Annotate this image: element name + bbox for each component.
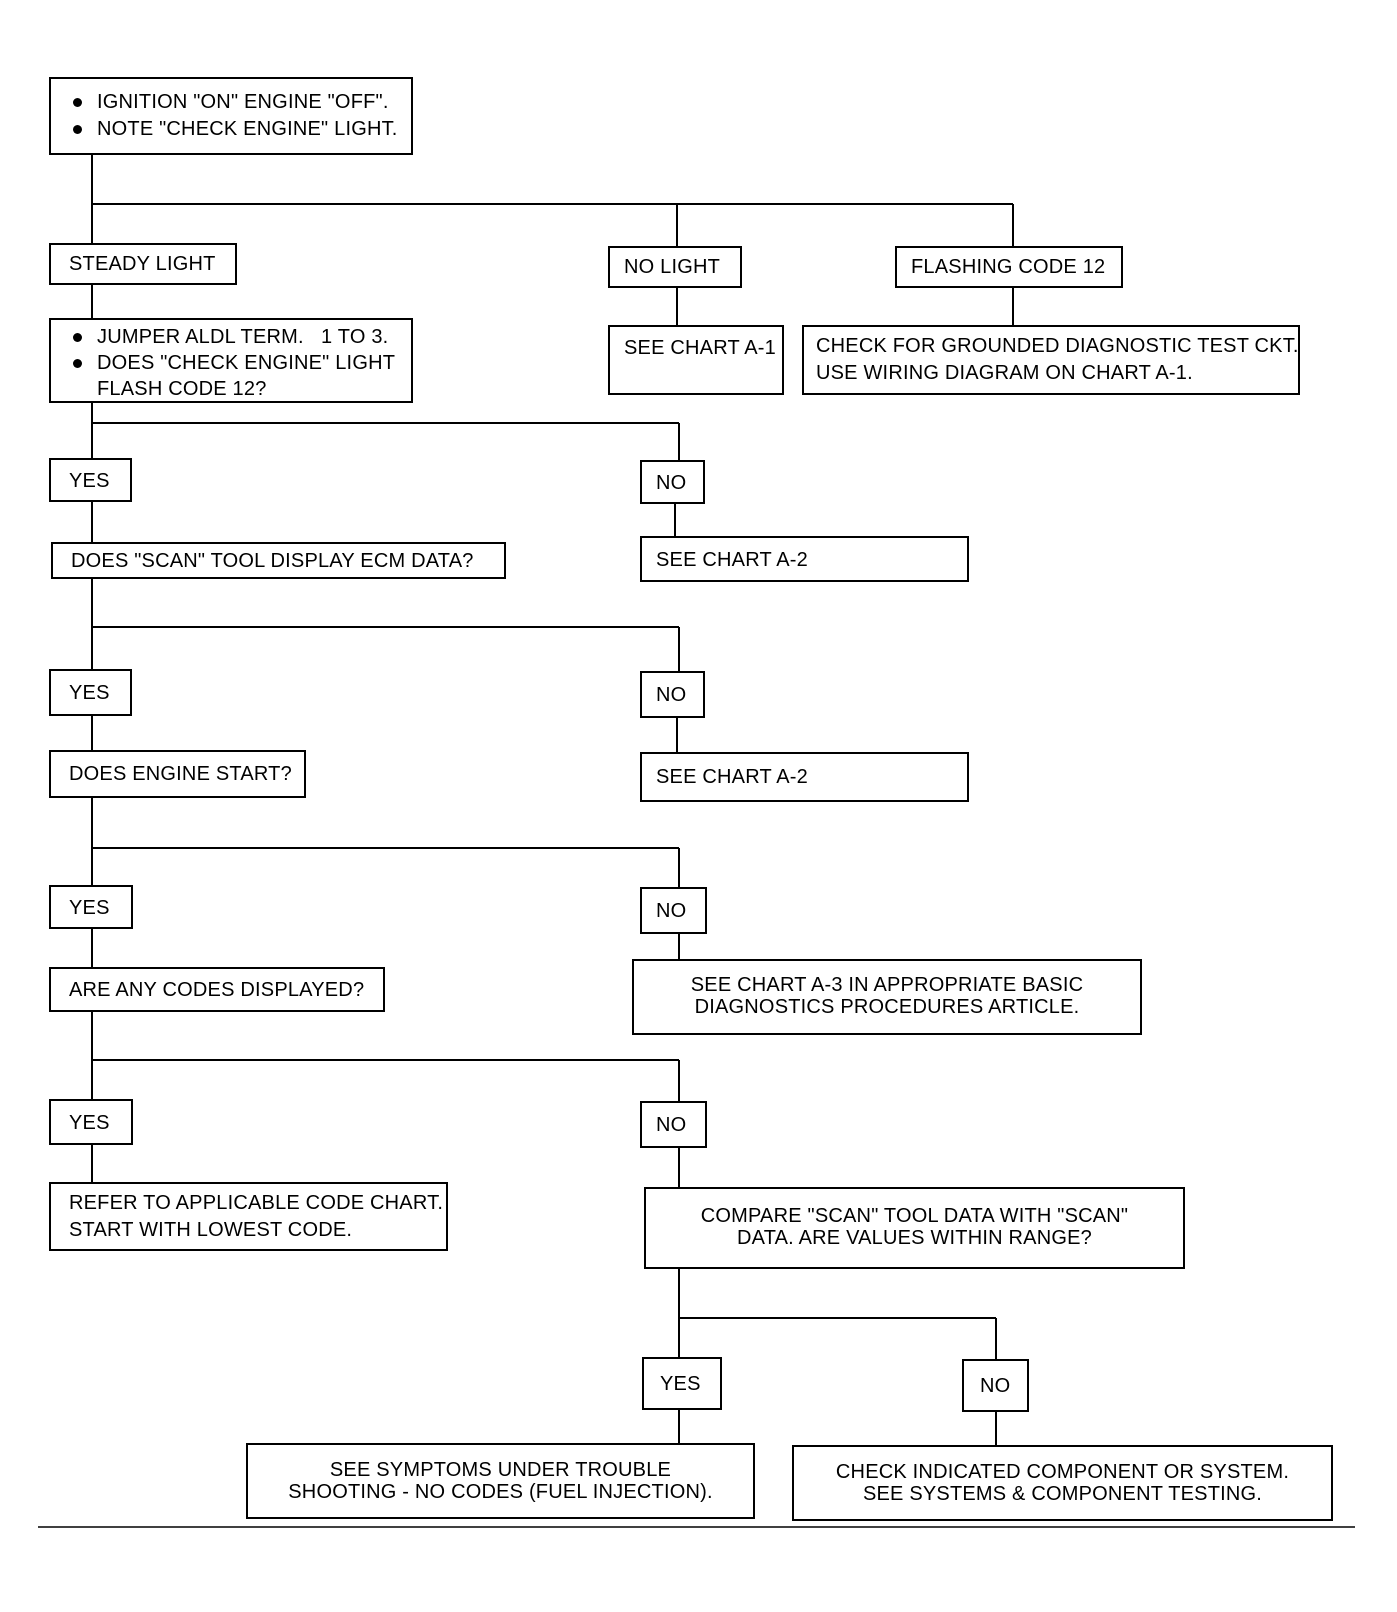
check-component-line-1: CHECK INDICATED COMPONENT OR SYSTEM. — [835, 1461, 1290, 1483]
yes-box-4: YES — [49, 1099, 133, 1145]
no-box-5: NO — [962, 1359, 1029, 1412]
compare-scan-line-2: DATA. ARE VALUES WITHIN RANGE? — [737, 1227, 1092, 1249]
no-box-4: NO — [640, 1101, 707, 1148]
no-box-2: NO — [640, 671, 705, 718]
compare-scan-line-1: COMPARE "SCAN" TOOL DATA WITH "SCAN" — [700, 1205, 1129, 1227]
flashing-code-box: FLASHING CODE 12 — [895, 246, 1123, 288]
check-grounded-box: CHECK FOR GROUNDED DIAGNOSTIC TEST CKT. … — [802, 325, 1300, 395]
codes-displayed-box: ARE ANY CODES DISPLAYED? — [49, 967, 385, 1012]
jumper-aldl-box: JUMPER ALDL TERM. 1 TO 3. DOES "CHECK EN… — [49, 318, 413, 403]
yes-box-1: YES — [49, 458, 132, 502]
refer-code-line-1: REFER TO APPLICABLE CODE CHART. — [69, 1192, 444, 1214]
no-light-box: NO LIGHT — [608, 246, 742, 288]
no-box-1: NO — [640, 460, 705, 504]
check-component-line-2: SEE SYSTEMS & COMPONENT TESTING. — [862, 1483, 1263, 1505]
symptoms-line-1: SEE SYMPTOMS UNDER TROUBLE — [329, 1459, 672, 1481]
see-symptoms-box: SEE SYMPTOMS UNDER TROUBLE SHOOTING - NO… — [246, 1443, 755, 1519]
check-grounded-line-1: CHECK FOR GROUNDED DIAGNOSTIC TEST CKT. — [816, 335, 1299, 357]
yes-box-5: YES — [642, 1357, 722, 1410]
start-bullet-2: NOTE "CHECK ENGINE" LIGHT. — [67, 116, 397, 143]
engine-start-box: DOES ENGINE START? — [49, 750, 306, 798]
scan-display-box: DOES "SCAN" TOOL DISPLAY ECM DATA? — [51, 542, 506, 579]
symptoms-line-2: SHOOTING - NO CODES (FUEL INJECTION). — [288, 1481, 713, 1503]
compare-scan-box: COMPARE "SCAN" TOOL DATA WITH "SCAN" DAT… — [644, 1187, 1185, 1269]
see-chart-a3-box: SEE CHART A-3 IN APPROPRIATE BASIC DIAGN… — [632, 959, 1142, 1035]
refer-code-line-2: START WITH LOWEST CODE. — [69, 1219, 353, 1241]
see-chart-a3-line-1: SEE CHART A-3 IN APPROPRIATE BASIC — [690, 974, 1084, 996]
check-grounded-line-2: USE WIRING DIAGRAM ON CHART A-1. — [816, 362, 1193, 384]
see-chart-a3-line-2: DIAGNOSTICS PROCEDURES ARTICLE. — [694, 996, 1080, 1018]
no-box-3: NO — [640, 887, 707, 934]
see-chart-a2-box-1: SEE CHART A-2 — [640, 536, 969, 582]
see-chart-a1-box: SEE CHART A-1 — [608, 325, 784, 395]
refer-code-chart-box: REFER TO APPLICABLE CODE CHART. START WI… — [49, 1182, 448, 1251]
see-chart-a2-box-2: SEE CHART A-2 — [640, 752, 969, 802]
start-box: IGNITION "ON" ENGINE "OFF". NOTE "CHECK … — [49, 77, 413, 155]
jumper-bullet-2-cont: FLASH CODE 12? — [97, 378, 267, 400]
yes-box-2: YES — [49, 669, 132, 716]
check-component-box: CHECK INDICATED COMPONENT OR SYSTEM. SEE… — [792, 1445, 1333, 1521]
start-bullet-1: IGNITION "ON" ENGINE "OFF". — [67, 89, 395, 116]
steady-light-box: STEADY LIGHT — [49, 243, 237, 285]
yes-box-3: YES — [49, 885, 133, 929]
jumper-bullet-2: DOES "CHECK ENGINE" LIGHT — [67, 350, 395, 376]
jumper-bullet-1: JUMPER ALDL TERM. 1 TO 3. — [67, 324, 395, 350]
